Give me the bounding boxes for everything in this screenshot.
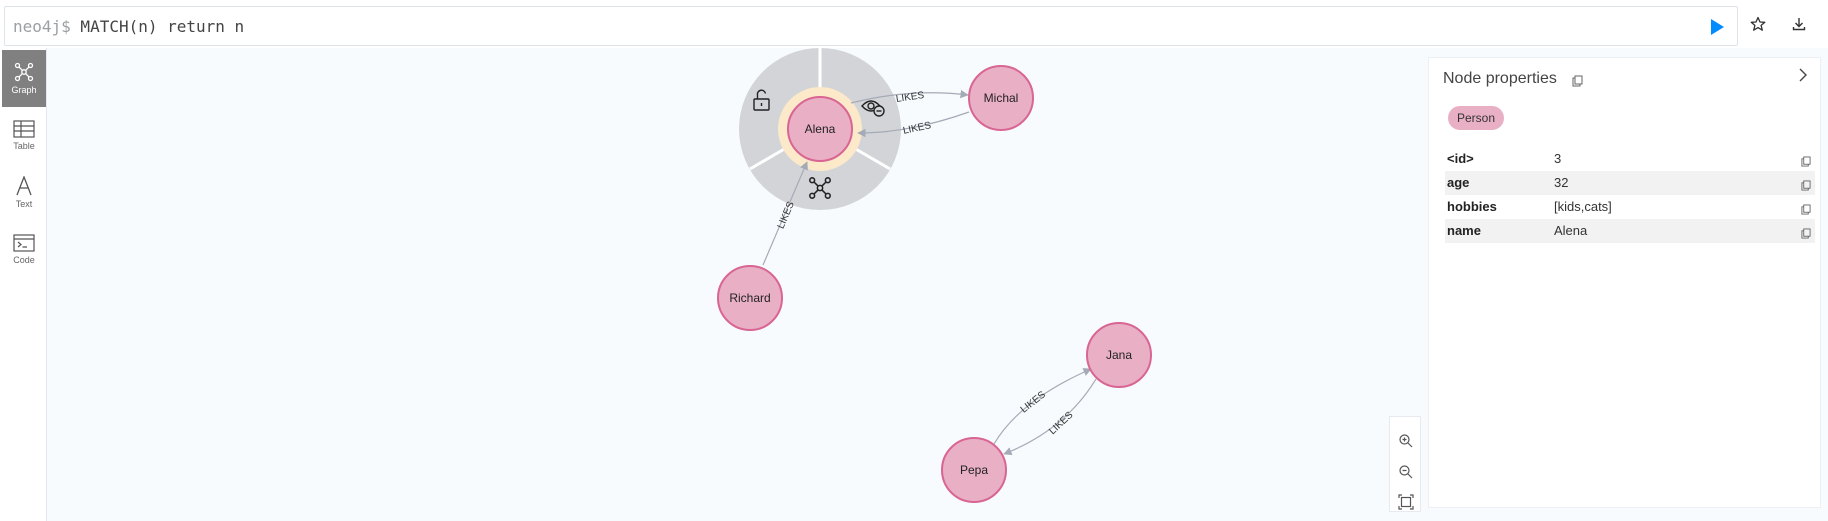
zoom-in-button[interactable] (1398, 433, 1414, 449)
property-key: name (1447, 223, 1481, 238)
property-key: hobbies (1447, 199, 1497, 214)
node-label: Pepa (960, 463, 988, 477)
zoom-controls (1389, 416, 1421, 512)
sidebar-item-graph[interactable]: Graph (2, 50, 46, 107)
query-text[interactable]: neo4j$ MATCH(n) return n (13, 17, 244, 36)
copy-icon (1572, 75, 1583, 87)
query-editor[interactable]: neo4j$ MATCH(n) return n (4, 6, 1738, 46)
sidebar-item-label: Graph (11, 85, 37, 95)
table-row: <id> 3 (1445, 147, 1815, 171)
play-icon (1711, 19, 1724, 35)
copy-value-button[interactable] (1801, 199, 1811, 223)
sidebar-item-label: Table (13, 141, 35, 151)
property-value: Alena (1554, 223, 1588, 238)
node-pepa[interactable]: Pepa (941, 437, 1007, 503)
copy-value-button[interactable] (1801, 151, 1811, 175)
close-panel-button[interactable] (1796, 68, 1810, 87)
editor-prompt: neo4j$ (13, 17, 71, 36)
relationship-label: LIKES (895, 90, 925, 105)
unlock-icon (753, 89, 770, 111)
sidebar-item-label: Text (15, 199, 33, 209)
relationship-label: LIKES (902, 120, 932, 137)
panel-title: Node properties (1443, 70, 1557, 87)
relationship-alena-michal[interactable]: LIKES (850, 89, 969, 105)
view-sidebar: Graph Table Text Code (0, 48, 47, 521)
table-row: age 32 (1445, 171, 1815, 195)
table-row: hobbies [kids,cats] (1445, 195, 1815, 219)
zoom-out-button[interactable] (1398, 464, 1414, 480)
copy-all-button[interactable] (1572, 74, 1583, 92)
chevron-right-icon (1799, 68, 1807, 82)
favorite-button[interactable] (1750, 16, 1770, 36)
property-key: age (1447, 175, 1470, 190)
run-button[interactable] (1707, 17, 1727, 37)
property-value: 32 (1554, 175, 1569, 190)
graph-view-icon (14, 62, 34, 82)
query-input[interactable]: MATCH(n) return n (70, 17, 245, 36)
node-jana[interactable]: Jana (1086, 322, 1152, 388)
relationship-label: LIKES (776, 200, 797, 231)
copy-icon (1801, 156, 1811, 167)
eye-hide-icon (861, 100, 885, 117)
expand-graph-icon (809, 177, 831, 199)
sidebar-item-code[interactable]: Code (2, 221, 46, 278)
node-label: Richard (729, 291, 770, 305)
sidebar-item-table[interactable]: Table (2, 107, 46, 164)
sidebar-item-text[interactable]: Text (2, 164, 46, 221)
fit-to-screen-icon (1398, 494, 1414, 510)
properties-table: <id> 3 age 32 hobbies [kids,cats] name A… (1445, 147, 1815, 243)
hide-node-button[interactable] (861, 100, 885, 117)
node-label: Michal (984, 91, 1019, 105)
fit-to-screen-button[interactable] (1398, 494, 1414, 510)
copy-icon (1801, 180, 1811, 191)
copy-icon (1801, 204, 1811, 215)
copy-value-button[interactable] (1801, 175, 1811, 199)
relationship-pepa-jana[interactable]: LIKES (993, 368, 1092, 445)
star-icon (1750, 16, 1766, 31)
relationship-label: LIKES (1047, 409, 1075, 437)
code-view-icon (13, 234, 35, 252)
node-alena[interactable]: Alena (787, 96, 853, 162)
table-view-icon (13, 120, 35, 138)
copy-icon (1801, 228, 1811, 239)
text-view-icon (16, 176, 32, 196)
zoom-in-icon (1399, 434, 1413, 448)
node-label: Alena (805, 122, 836, 136)
copy-value-button[interactable] (1801, 223, 1811, 247)
node-label: Jana (1106, 348, 1132, 362)
sidebar-item-label: Code (13, 255, 35, 265)
zoom-out-icon (1399, 465, 1413, 479)
table-row: name Alena (1445, 219, 1815, 243)
relationship-label: LIKES (1019, 389, 1048, 415)
property-key: <id> (1447, 151, 1474, 166)
download-button[interactable] (1791, 16, 1811, 36)
node-richard[interactable]: Richard (717, 265, 783, 331)
node-label-badge[interactable]: Person (1448, 106, 1505, 130)
property-value: [kids,cats] (1554, 199, 1612, 214)
expand-node-button[interactable] (809, 177, 831, 199)
unlock-node-button[interactable] (753, 89, 770, 111)
node-properties-panel: Node properties Person <id> 3 age 32 hob… (1428, 57, 1821, 508)
node-michal[interactable]: Michal (968, 65, 1034, 131)
property-value: 3 (1554, 151, 1562, 166)
download-icon (1792, 18, 1806, 31)
